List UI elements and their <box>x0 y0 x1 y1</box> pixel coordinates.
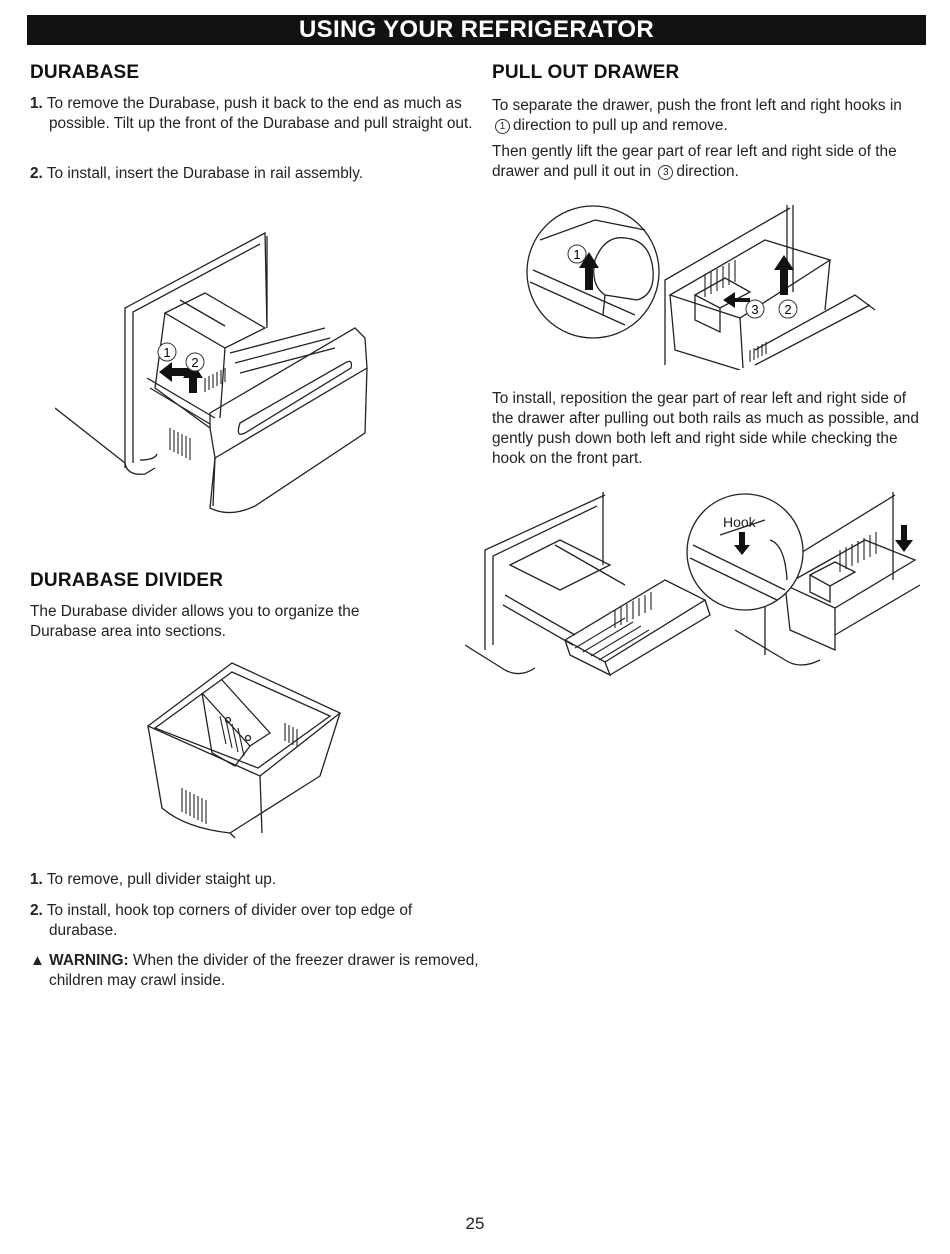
divider-step-2: 2. To install, hook top corners of divid… <box>30 901 479 941</box>
step-text: To install, hook top corners of divider … <box>46 902 413 939</box>
step-number: 2. <box>30 165 43 182</box>
step-number: 2. <box>30 902 43 919</box>
warning-label: WARNING: <box>49 952 129 969</box>
divider-heading: DURABASE DIVIDER <box>30 570 224 591</box>
page-number: 25 <box>465 1214 485 1233</box>
text-segment: direction. <box>676 163 739 180</box>
pullout-install-illustration: Hook <box>465 492 921 677</box>
step-text: To install, insert the Durabase in rail … <box>46 165 364 182</box>
durabase-step-2: 2. To install, insert the Durabase in ra… <box>30 164 489 184</box>
durabase-step-1: 1. To remove the Durabase, push it back … <box>30 94 489 134</box>
step-text: To remove, pull divider staight up. <box>46 871 277 888</box>
warning-text: When the divider of the freezer drawer i… <box>49 952 479 989</box>
text-segment: direction to pull up and remove. <box>513 117 728 134</box>
callout-3-marker <box>745 299 765 319</box>
divider-intro: The Durabase divider allows you to organ… <box>30 603 360 640</box>
divider-step-1: 1. To remove, pull divider staight up. <box>30 870 489 890</box>
callout-2-label: 2 <box>784 302 791 317</box>
divider-warning: ▲ WARNING: When the divider of the freez… <box>30 951 479 991</box>
text-segment: To separate the drawer, push the front l… <box>492 97 902 114</box>
pullout-heading: PULL OUT DRAWER <box>492 62 680 83</box>
callout-2-label: 2 <box>191 355 198 370</box>
step-text: To remove the Durabase, push it back to … <box>46 95 473 132</box>
pullout-para-2: Then gently lift the gear part of rear l… <box>492 142 927 182</box>
durabase-removal-illustration: 1 2 <box>55 231 368 514</box>
durabase-divider-illustration <box>146 662 342 839</box>
callout-1-label: 1 <box>573 247 580 262</box>
pullout-install-text: To install, reposition the gear part of … <box>492 390 919 467</box>
callout-1-marker <box>157 342 177 362</box>
callout-1-label: 1 <box>163 345 170 360</box>
step-number: 1. <box>30 871 43 888</box>
callout-1-marker <box>567 244 587 264</box>
callout-2-marker <box>778 299 798 319</box>
hook-label: Hook <box>723 514 757 530</box>
circled-number: 1 <box>495 119 510 134</box>
step-number: 1. <box>30 95 43 112</box>
callout-2-marker <box>185 352 205 372</box>
circled-number: 3 <box>658 165 674 180</box>
pullout-para-1: To separate the drawer, push the front l… <box>492 96 927 136</box>
page-header-banner: USING YOUR REFRIGERATOR <box>27 15 926 45</box>
warning-triangle-icon: ▲ <box>30 952 45 969</box>
text-segment: Then gently lift the gear part of rear l… <box>492 143 897 180</box>
callout-3-label: 3 <box>751 302 758 317</box>
durabase-heading: DURABASE <box>30 62 140 83</box>
pullout-removal-illustration: 1 2 3 <box>526 205 876 370</box>
